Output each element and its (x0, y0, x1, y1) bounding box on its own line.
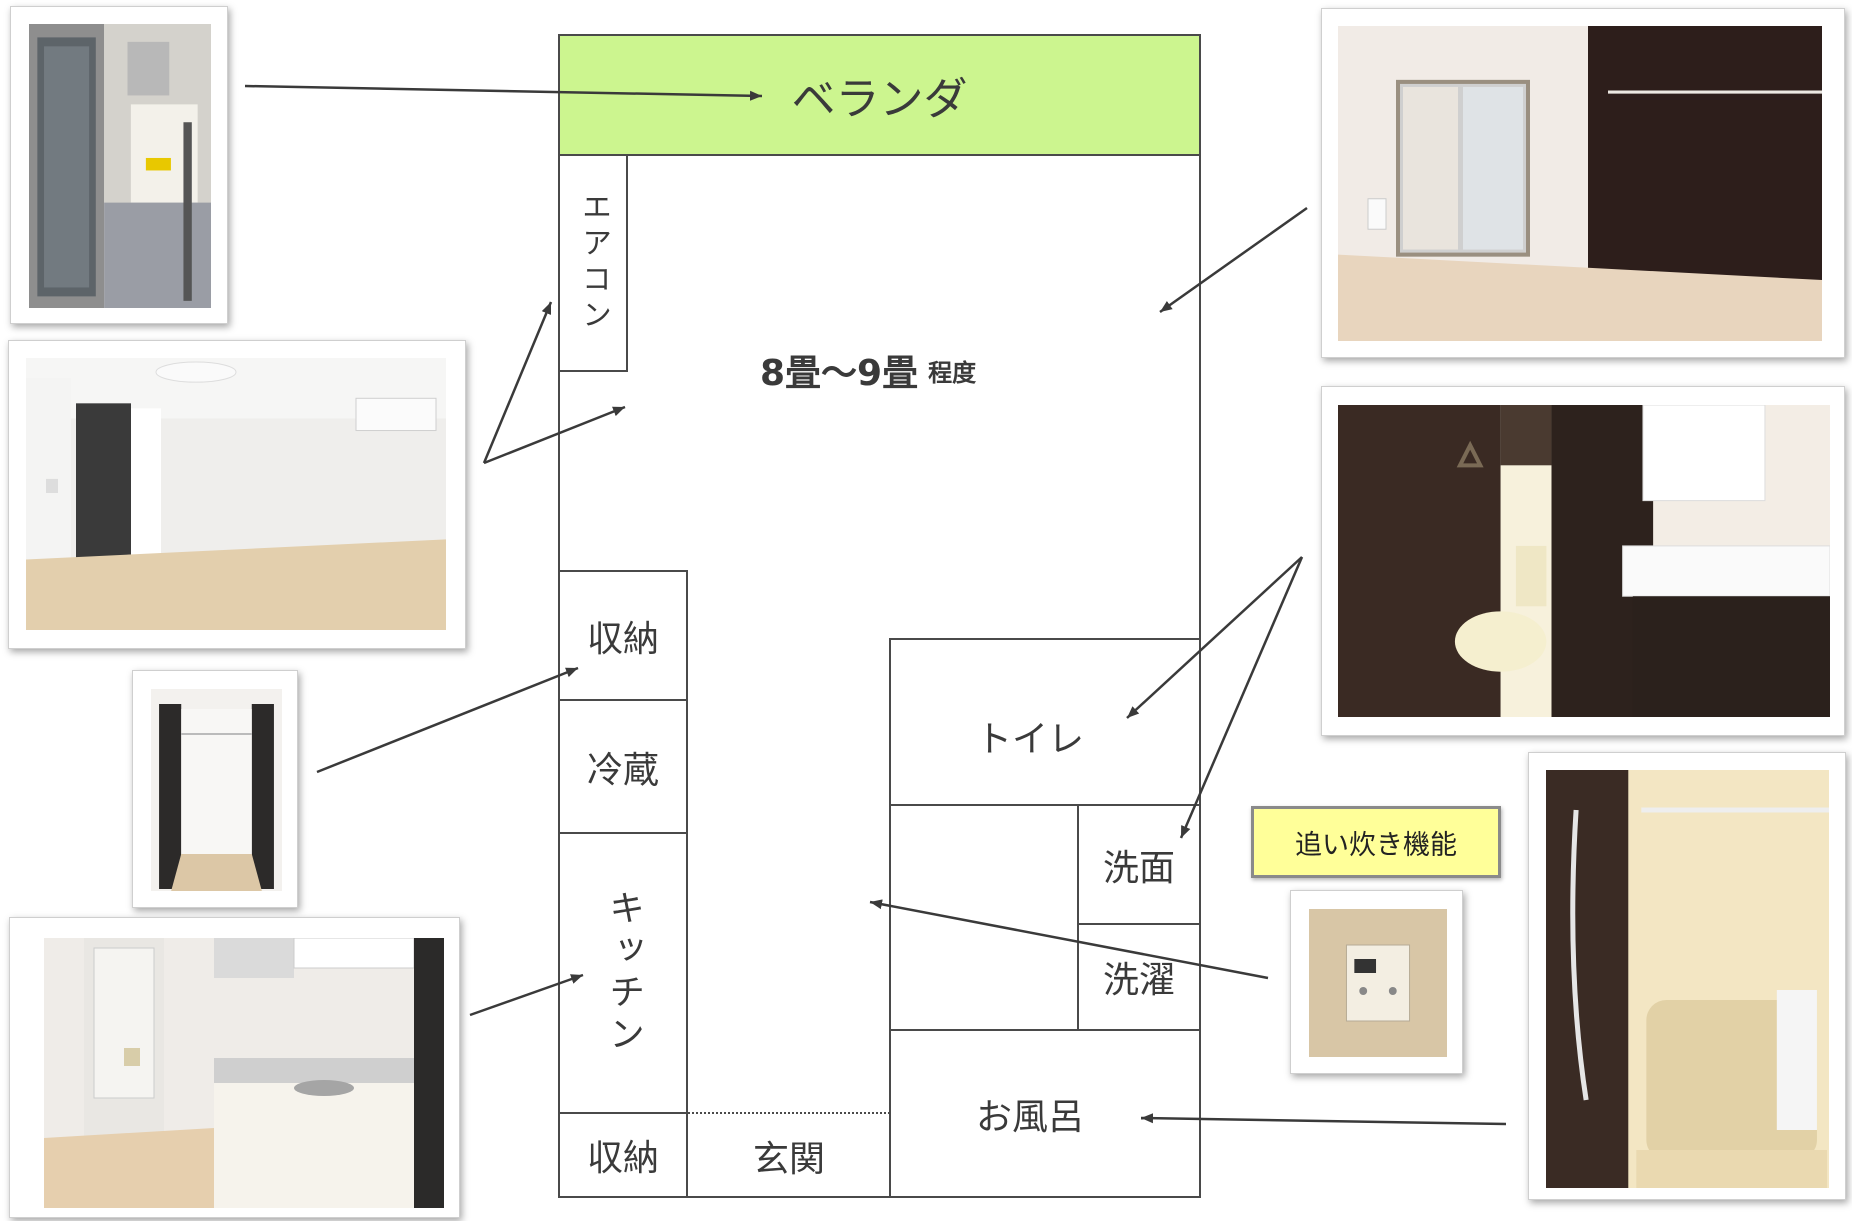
kitchen-photo (9, 917, 460, 1218)
arrow-bedroom (1159, 206, 1308, 314)
bathroom: お風呂 (889, 1029, 1201, 1198)
kitchen-image (44, 938, 444, 1208)
kitchen-label: キッチン (603, 889, 644, 1057)
reheat-panel-image (1309, 909, 1447, 1057)
closet-photo (132, 670, 298, 908)
balcony-photo (10, 6, 228, 324)
toilet-washroom-image (1338, 405, 1830, 717)
entrance: 玄関 (688, 1112, 890, 1198)
storage-top: 収納 (558, 570, 688, 701)
balcony-image (29, 24, 211, 308)
reheat-feature-label: 追い炊き機能 (1295, 829, 1457, 861)
toilet-washroom-photo (1321, 386, 1845, 736)
main-room-size-label: 8畳〜9畳 (760, 353, 919, 394)
main-room-size-suffix: 程度 (928, 358, 977, 387)
bath-label: お風呂 (975, 1096, 1084, 1138)
bedroom-image (1338, 26, 1822, 341)
arrow-washbasin (1179, 556, 1304, 839)
washbasin: 洗面 (1077, 804, 1201, 925)
entrance-label: 玄関 (752, 1139, 825, 1180)
arrow-toilet (1126, 556, 1303, 719)
arrow-balcony (244, 84, 763, 101)
main-room-size: 8畳〜9畳 程度 (760, 340, 1020, 400)
arrow-bath (1140, 1113, 1507, 1126)
storage-bottom: 収納 (558, 1112, 688, 1198)
laundry-label: 洗濯 (1102, 960, 1175, 1001)
veranda-label: ベランダ (791, 74, 968, 125)
arrow-living-aircon (482, 301, 553, 464)
aircon-label: エアコン (576, 191, 611, 335)
washbasin-label: 洗面 (1102, 847, 1175, 889)
storage-top-label: 収納 (586, 618, 659, 660)
arrow-reheat (869, 899, 1269, 980)
bathroom-photo (1528, 752, 1846, 1200)
reheat-panel-photo (1290, 890, 1463, 1074)
storage-bottom-label: 収納 (586, 1138, 659, 1179)
aircon-unit: エアコン (558, 154, 628, 372)
arrow-living-room (483, 405, 626, 465)
living-room-photo (8, 340, 466, 649)
toilet: トイレ (889, 638, 1201, 806)
closet-image (151, 689, 282, 891)
fridge-label: 冷蔵 (586, 749, 659, 791)
bathroom-image (1546, 770, 1829, 1188)
reheat-feature-badge: 追い炊き機能 (1251, 806, 1501, 878)
kitchen: キッチン (558, 832, 688, 1114)
living-room-image (26, 358, 446, 630)
bedroom-photo (1321, 8, 1845, 358)
arrow-kitchen (469, 973, 584, 1017)
toilet-label: トイレ (975, 719, 1084, 760)
arrow-closet (316, 666, 579, 774)
